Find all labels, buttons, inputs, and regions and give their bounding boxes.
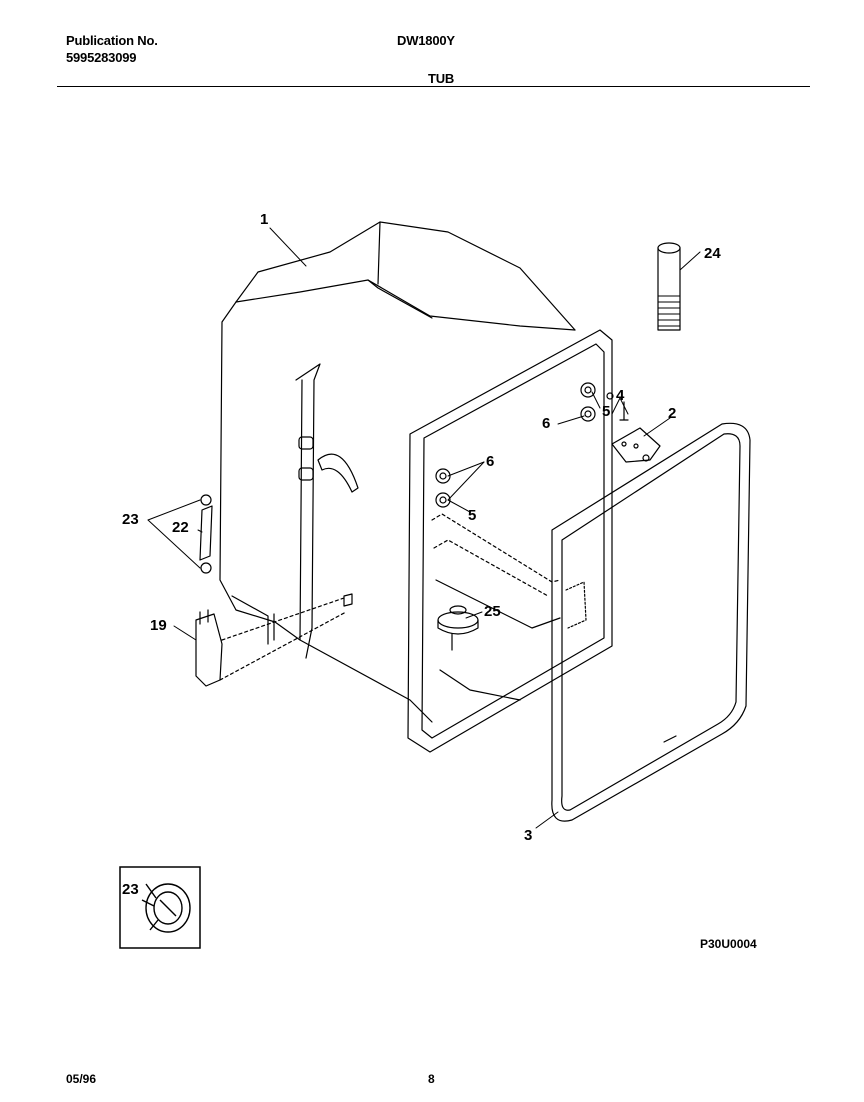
section-title: TUB [428,71,455,86]
clip-detail-inset: 23 [119,866,201,949]
tub-front-frame [407,329,613,753]
float-part [437,605,479,651]
callout-4: 4 [616,387,625,404]
switch-bracket [195,597,347,687]
callout-6-lower: 6 [486,453,494,470]
callout-6-upper: 6 [542,415,550,432]
callout-2: 2 [668,405,676,422]
figure-code: P30U0004 [700,937,757,951]
callout-1: 1 [260,211,268,228]
model-number: DW1800Y [397,33,455,48]
callout-24: 24 [704,245,721,262]
leader-lines [147,227,701,829]
clip-icon [141,883,191,933]
publication-number: 5995283099 [66,50,137,65]
rod-part [657,242,681,331]
callout-3: 3 [524,827,532,844]
frame-nuts [435,382,596,508]
hinge-bracket [611,427,661,463]
tub-body [219,221,576,723]
callout-19: 19 [150,617,167,634]
side-bracket-strip [199,494,213,574]
publication-label: Publication No. [66,33,158,48]
footer-date: 05/96 [66,1072,97,1086]
callout-labels: 1 2 3 4 5 5 6 6 19 22 23 24 25 [122,211,721,844]
callout-5-upper: 5 [602,403,610,420]
callout-23: 23 [122,511,139,528]
footer-page-number: 8 [428,1072,435,1086]
callout-5-lower: 5 [468,507,476,524]
callout-23-inset: 23 [122,881,139,898]
callout-25: 25 [484,603,501,620]
door-gasket [551,422,751,822]
header-rule [57,86,810,87]
callout-22: 22 [172,519,189,536]
